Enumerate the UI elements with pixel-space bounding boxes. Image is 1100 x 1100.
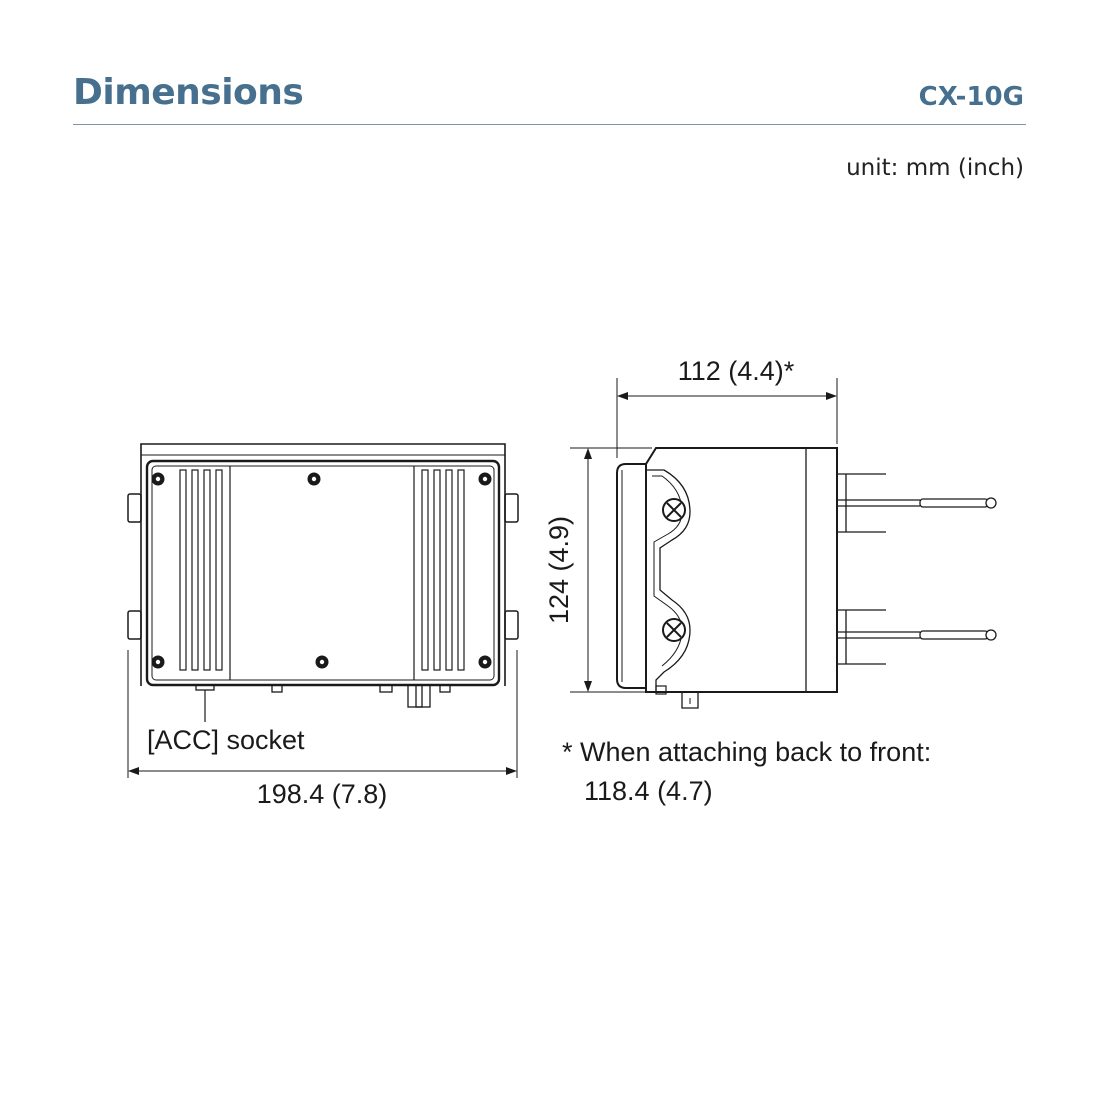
front-bracket: [140, 443, 506, 686]
header-divider: [73, 124, 1026, 125]
model-name: CX-10G: [918, 82, 1024, 112]
page-title: Dimensions: [73, 72, 304, 113]
side-body: [645, 447, 838, 693]
side-rear-connectors: [837, 473, 886, 665]
front-fins-left: [179, 469, 223, 671]
side-bracket: [646, 469, 691, 692]
unit-label: unit: mm (inch): [846, 155, 1024, 181]
footnote-line2: 118.4 (4.7): [584, 776, 713, 806]
front-knob-left-bottom: [127, 610, 142, 640]
front-body: [145, 459, 501, 687]
depth-dimension-label: 112 (4.4)*: [678, 356, 795, 386]
front-knob-left-top: [127, 493, 142, 523]
front-fins-right: [421, 469, 465, 671]
front-view: [ACC] socket 198.4 (7.8): [127, 443, 519, 809]
side-knobs: [662, 498, 686, 642]
side-antenna-bottom: [837, 629, 997, 641]
side-view: 112 (4.4)* 124 (4.9) * When attaching ba…: [544, 356, 997, 806]
side-front-panel: [616, 463, 647, 689]
acc-socket-label: [ACC] socket: [147, 725, 305, 755]
footnote-line1: * When attaching back to front:: [562, 737, 931, 767]
width-dimension-label: 198.4 (7.8): [257, 779, 388, 809]
front-knob-right-bottom: [504, 610, 519, 640]
side-antenna-top: [837, 497, 997, 509]
height-dimension-label: 124 (4.9): [544, 516, 574, 624]
front-knob-right-top: [504, 493, 519, 523]
front-bottom-connectors: [195, 684, 451, 708]
